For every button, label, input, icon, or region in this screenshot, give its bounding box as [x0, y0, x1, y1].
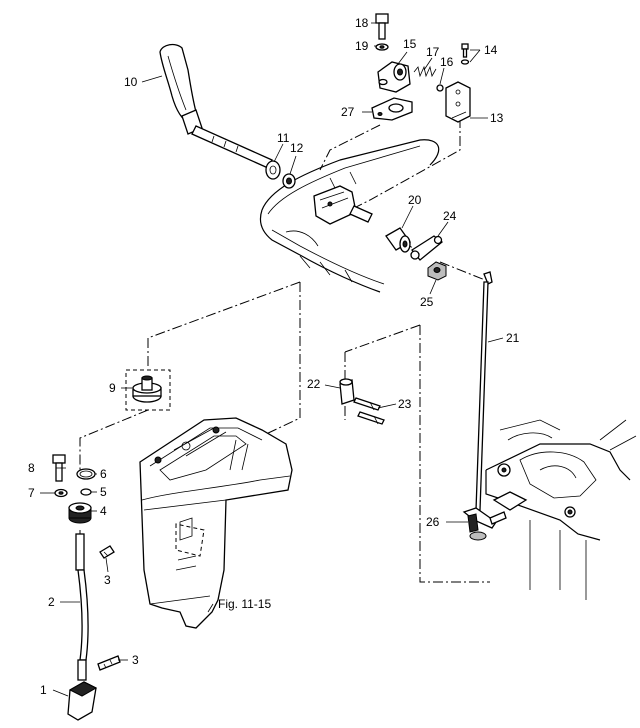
callout-18: 18	[355, 16, 369, 30]
callout-6: 6	[100, 467, 107, 481]
bracket-15	[377, 61, 411, 93]
washer-19	[375, 43, 389, 51]
callout-13: 13	[490, 111, 504, 125]
gasket-27	[371, 97, 413, 121]
sleeve-22	[339, 378, 355, 405]
bolt-8	[52, 454, 66, 482]
ball-16	[436, 84, 444, 92]
callout-9: 9	[109, 381, 116, 395]
callout-labels: 1 2 3 3 4 5 6 7 8 9 10 11 12 13 14 15 16…	[28, 16, 520, 697]
bushing-9	[125, 369, 171, 411]
tiller-handle	[159, 43, 273, 169]
shift-rod-2	[75, 533, 89, 681]
rod-21	[475, 271, 493, 511]
bolt-18	[375, 13, 389, 40]
engine-cowl-outline	[259, 139, 440, 293]
callout-2: 2	[48, 595, 55, 609]
lower-unit-housing	[139, 417, 293, 629]
washer-7	[54, 488, 68, 498]
engine-casting	[485, 419, 637, 600]
callout-16: 16	[440, 55, 454, 69]
spring-17	[413, 65, 437, 78]
callout-3-lower: 3	[132, 653, 139, 667]
callout-24: 24	[443, 209, 457, 223]
oring-5	[80, 488, 92, 496]
collar-20	[385, 227, 411, 253]
connector-1	[67, 681, 98, 721]
callout-15: 15	[403, 37, 417, 51]
callout-19: 19	[355, 39, 369, 53]
callout-12: 12	[290, 141, 304, 155]
callout-27: 27	[341, 105, 355, 119]
callout-22: 22	[307, 377, 321, 391]
callout-26: 26	[426, 515, 440, 529]
callout-14: 14	[484, 43, 498, 57]
callout-17: 17	[426, 45, 440, 59]
callout-8: 8	[28, 461, 35, 475]
pins-23	[353, 397, 385, 425]
grommet-4	[68, 502, 92, 524]
callout-4: 4	[100, 504, 107, 518]
callout-11: 11	[277, 131, 290, 145]
callout-1: 1	[40, 683, 47, 697]
leader-lines	[40, 22, 504, 697]
pin-3-lower	[97, 655, 121, 671]
callout-25: 25	[420, 295, 434, 309]
callout-5: 5	[100, 485, 107, 499]
pin-3-upper	[99, 545, 115, 559]
oring-6	[76, 468, 96, 480]
callout-3-upper: 3	[104, 573, 111, 587]
callout-23: 23	[398, 397, 412, 411]
callout-21: 21	[506, 331, 520, 345]
callout-20: 20	[408, 193, 422, 207]
screw-14	[460, 43, 470, 65]
link-24	[410, 235, 444, 261]
callout-10: 10	[124, 75, 138, 89]
washer-11	[265, 160, 281, 180]
nut-25	[427, 261, 447, 281]
plate-13	[445, 81, 471, 123]
figure-reference: Fig. 11-15	[218, 597, 271, 611]
callout-7: 7	[28, 486, 35, 500]
lever-26	[462, 507, 507, 541]
washer-12	[282, 173, 296, 189]
throttle-linkage	[313, 185, 373, 225]
